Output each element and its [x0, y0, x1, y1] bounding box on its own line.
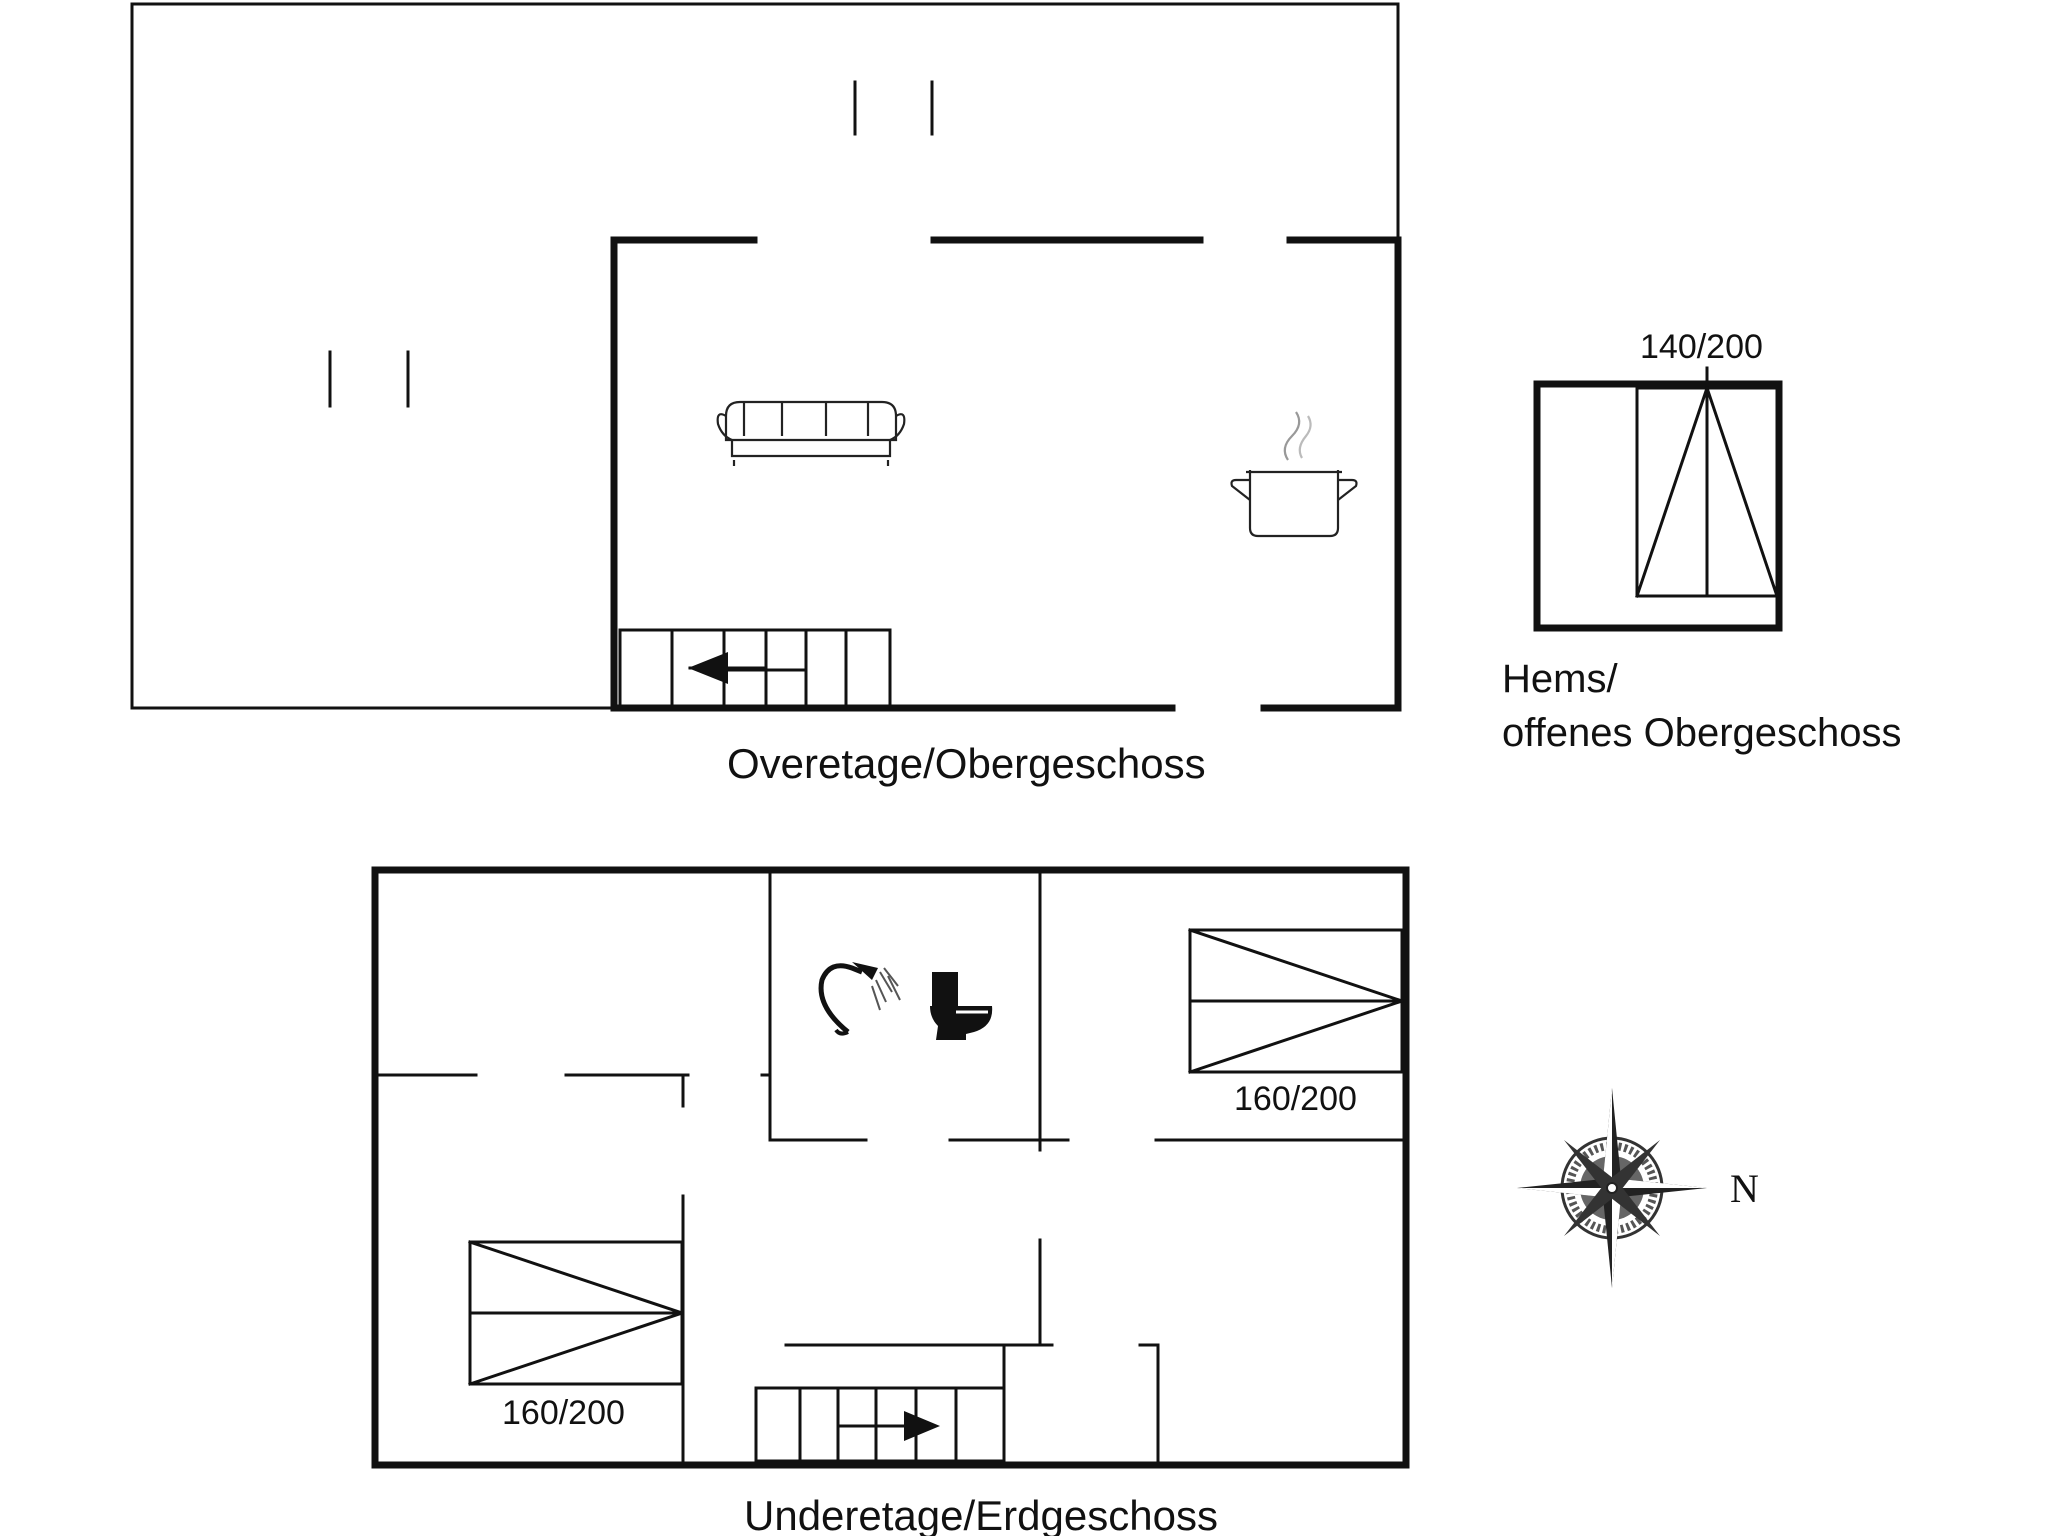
sofa-icon [716, 400, 906, 466]
bed-right [1188, 928, 1404, 1074]
cooking-pot-icon [1230, 411, 1358, 538]
ground-floor-label: Underetage/Erdgeschoss [744, 1492, 1218, 1536]
compass-rose-icon [1517, 1088, 1707, 1288]
loft-bed-size: 140/200 [1640, 328, 1763, 366]
compass-north-label: N [1730, 1166, 1759, 1211]
bed-left-size: 160/200 [502, 1394, 625, 1432]
loft-label-line2: offenes Obergeschoss [1502, 711, 1902, 755]
loft-plan [1533, 366, 1783, 632]
bed-left [468, 1240, 684, 1386]
staircase-upper [618, 628, 892, 710]
stair-arrow-right-icon [904, 1411, 940, 1441]
skylight-marks [328, 80, 934, 408]
upper-floor-plan [130, 2, 1402, 712]
bed-right-size: 160/200 [1234, 1080, 1357, 1118]
toilet-icon [930, 972, 993, 1040]
ground-floor-plan [371, 866, 1410, 1469]
upper-floor-label: Overetage/Obergeschoss [727, 740, 1206, 787]
stair-arrow-left-icon [688, 652, 728, 684]
staircase-ground [754, 1386, 1006, 1463]
shower-icon [818, 962, 901, 1036]
loft-label-line1: Hems/ [1502, 657, 1618, 701]
